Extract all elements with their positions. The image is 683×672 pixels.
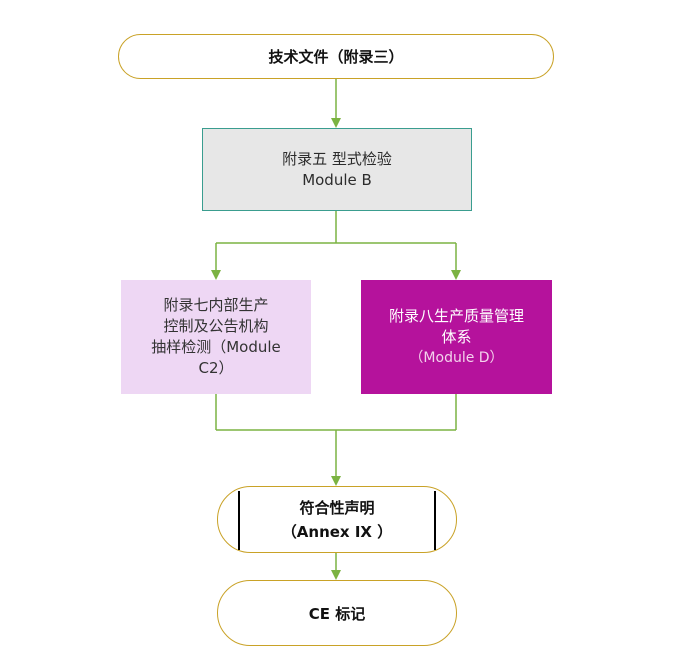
technical-file-node: 技术文件（附录三） [118,34,554,79]
module-d-line-3: （Module D） [409,349,504,366]
declaration-right-bar [434,491,436,550]
module-c2-line-3: 抽样检测（Module [151,338,281,356]
module-b-subtitle: Module B [302,170,372,189]
declaration-title: 符合性声明 [299,498,375,517]
ce-mark-label: CE 标记 [308,604,366,623]
module-d-node: 附录八生产质量管理 体系 （Module D） [361,280,552,394]
technical-file-label: 技术文件（附录三） [268,48,404,66]
declaration-annex: （Annex IX ） [281,522,393,541]
module-d-line-2: 体系 [441,327,472,346]
declaration-node: 符合性声明 （Annex IX ） [217,486,457,553]
module-c2-line-2: 控制及公告机构 [163,317,269,335]
declaration-left-bar [238,491,240,550]
ce-mark-node: CE 标记 [217,580,457,646]
module-c2-line-4: C2） [198,359,234,377]
module-b-title: 附录五 型式检验 [282,149,392,168]
module-c2-line-1: 附录七内部生产 [163,296,269,314]
module-d-line-1: 附录八生产质量管理 [388,306,524,325]
module-c2-node: 附录七内部生产 控制及公告机构 抽样检测（Module C2） [121,280,311,394]
module-b-node: 附录五 型式检验 Module B [202,128,472,211]
